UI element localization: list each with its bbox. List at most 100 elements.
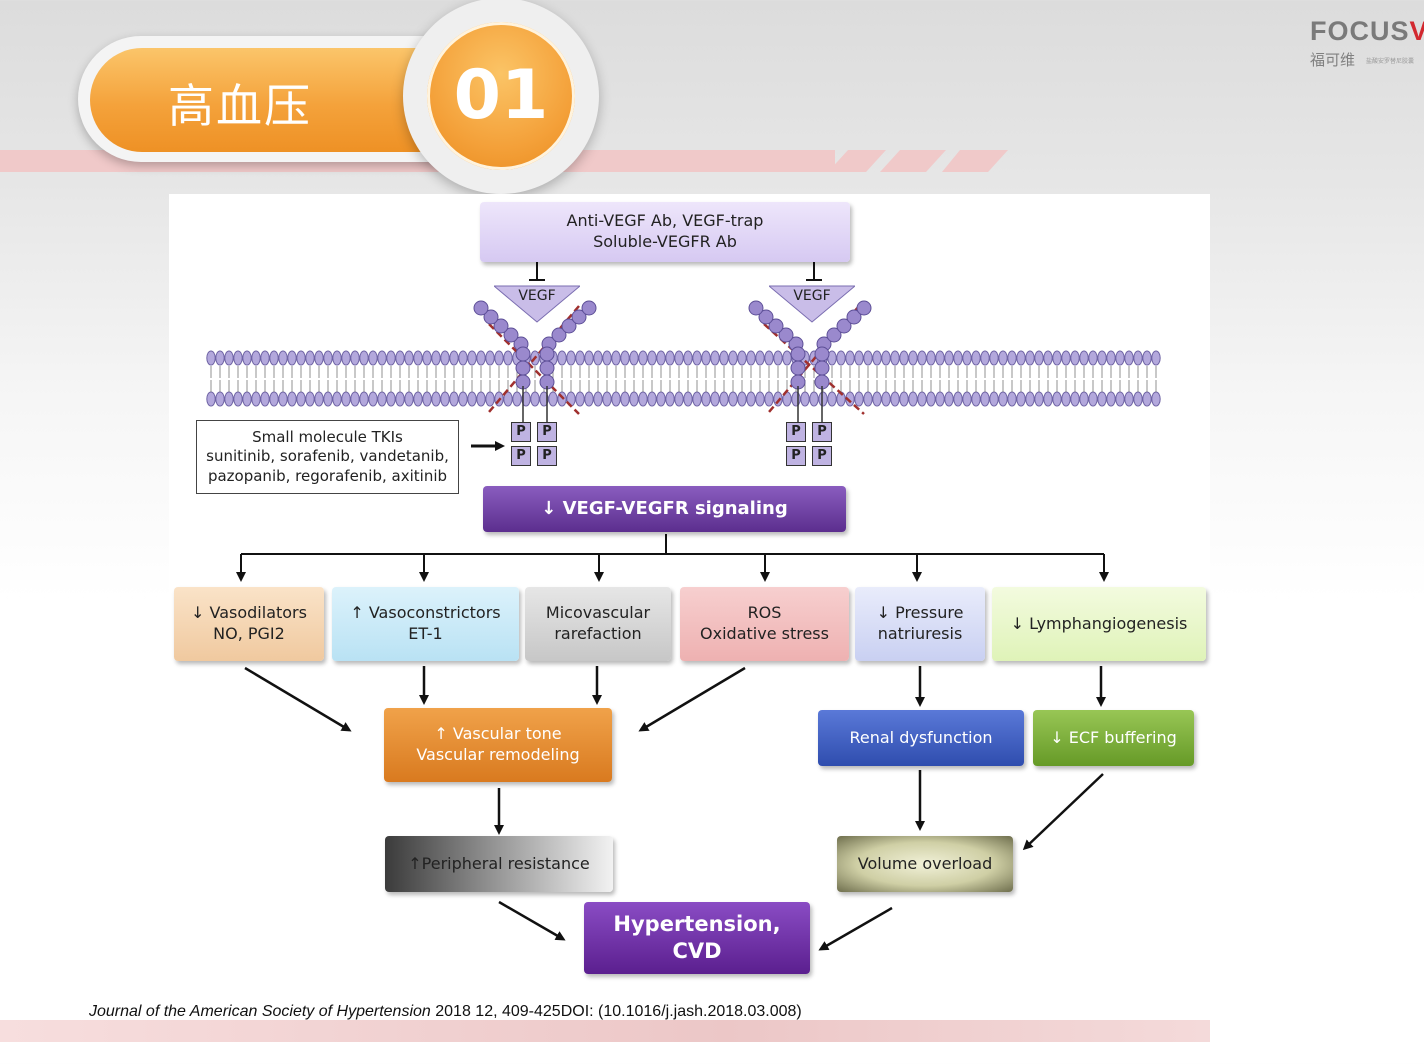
vegf-right-label: VEGF bbox=[793, 288, 831, 304]
signaling-text: ↓ VEGF-VEGFR signaling bbox=[541, 498, 788, 520]
lipid-head bbox=[314, 391, 324, 407]
lipid-head bbox=[476, 391, 486, 407]
lipid-head bbox=[215, 350, 225, 366]
lipid-head bbox=[764, 391, 774, 407]
receptor-domain bbox=[790, 346, 806, 362]
receptor-domain bbox=[483, 309, 499, 325]
vegf-receptors bbox=[473, 300, 872, 426]
lipid-head bbox=[1043, 391, 1053, 407]
lipid-head bbox=[962, 350, 972, 366]
effect-rarefaction-text: Micovascular rarefaction bbox=[545, 603, 651, 643]
lipid-head bbox=[1133, 391, 1143, 407]
receptor-domain bbox=[846, 309, 862, 325]
lipid-head bbox=[899, 391, 909, 407]
vegf-left: VEGF bbox=[492, 284, 582, 324]
lipid-head bbox=[467, 391, 477, 407]
renal-text: Renal dysfunction bbox=[849, 727, 993, 747]
lipid-head bbox=[1016, 391, 1026, 407]
lipid-head bbox=[1061, 391, 1071, 407]
lipid-head bbox=[278, 391, 288, 407]
tki-box: Small molecule TKIs sunitinib, sorafenib… bbox=[196, 420, 459, 494]
lipid-head bbox=[935, 391, 945, 407]
peripheral-text: ↑Peripheral resistance bbox=[408, 853, 590, 873]
lipid-head bbox=[890, 350, 900, 366]
lipid-head bbox=[485, 391, 495, 407]
receptor-domain bbox=[748, 300, 764, 316]
inhibitor-box: Anti-VEGF Ab, VEGF-trap Soluble-VEGFR Ab bbox=[480, 202, 850, 262]
lipid-head bbox=[296, 391, 306, 407]
lipid-head bbox=[953, 391, 963, 407]
lipid-head bbox=[620, 391, 630, 407]
slide-title: 高血压 bbox=[168, 79, 312, 133]
lipid-head bbox=[638, 350, 648, 366]
citation: Journal of the American Society of Hyper… bbox=[89, 1003, 802, 1021]
logo-wordmark-v: V bbox=[1409, 16, 1424, 46]
lipid-head bbox=[566, 350, 576, 366]
lipid-head bbox=[746, 350, 756, 366]
lipid-head bbox=[719, 350, 729, 366]
inhibitor-text: Anti-VEGF Ab, VEGF-trap Soluble-VEGFR Ab bbox=[566, 211, 764, 251]
receptor-domain bbox=[515, 346, 531, 362]
lipid-head bbox=[368, 350, 378, 366]
lipid-head bbox=[233, 391, 243, 407]
receptor-domain bbox=[515, 360, 531, 376]
lipid-head bbox=[755, 391, 765, 407]
lipid-head bbox=[431, 350, 441, 366]
lipid-head bbox=[206, 350, 216, 366]
lipid-head bbox=[773, 350, 783, 366]
receptor-domain bbox=[473, 300, 489, 316]
lipid-head bbox=[863, 350, 873, 366]
lipid-head bbox=[692, 350, 702, 366]
lipid-head bbox=[908, 350, 918, 366]
lipid-head bbox=[629, 391, 639, 407]
lipid-head bbox=[836, 350, 846, 366]
receptor-domain bbox=[539, 360, 555, 376]
lipid-head bbox=[557, 350, 567, 366]
lipid-head bbox=[1124, 391, 1134, 407]
lipid-head bbox=[863, 391, 873, 407]
section-number: 01 bbox=[453, 56, 549, 135]
lipid-head bbox=[998, 350, 1008, 366]
lipid-head bbox=[512, 391, 522, 407]
lipid-head bbox=[872, 350, 882, 366]
receptor-domain bbox=[539, 346, 555, 362]
lipid-head bbox=[665, 350, 675, 366]
effect-lymphangiogenesis: ↓ Lymphangiogenesis bbox=[992, 587, 1206, 661]
phospho-p: P bbox=[537, 446, 557, 466]
lipid-head bbox=[314, 350, 324, 366]
lipid-head bbox=[1088, 391, 1098, 407]
lipid-head bbox=[980, 350, 990, 366]
lipid-head bbox=[800, 391, 810, 407]
lipid-head bbox=[485, 350, 495, 366]
lipid-head bbox=[1097, 391, 1107, 407]
lipid-head bbox=[278, 350, 288, 366]
lipid-head bbox=[494, 350, 504, 366]
lipid-head bbox=[638, 391, 648, 407]
lipid-head bbox=[971, 391, 981, 407]
lipid-head bbox=[224, 391, 234, 407]
lipid-head bbox=[656, 350, 666, 366]
receptor-domain bbox=[790, 360, 806, 376]
lipid-head bbox=[665, 391, 675, 407]
vegf-right: VEGF bbox=[767, 284, 857, 324]
lipid-head bbox=[1142, 350, 1152, 366]
lipid-head bbox=[449, 391, 459, 407]
lipid-head bbox=[1034, 391, 1044, 407]
lipid-head bbox=[341, 391, 351, 407]
decorative-stripe-bottom bbox=[0, 1020, 1210, 1042]
lipid-head bbox=[449, 350, 459, 366]
lipid-head bbox=[1079, 350, 1089, 366]
renal-box: Renal dysfunction bbox=[818, 710, 1024, 766]
lipid-head bbox=[269, 350, 279, 366]
lipid-head bbox=[611, 350, 621, 366]
lipid-head bbox=[881, 391, 891, 407]
lipid-head bbox=[782, 350, 792, 366]
lipid-head bbox=[575, 350, 585, 366]
lipid-head bbox=[926, 350, 936, 366]
receptor-domain bbox=[561, 318, 577, 334]
lipid-head bbox=[386, 350, 396, 366]
lipid-head bbox=[701, 350, 711, 366]
lipid-head bbox=[1007, 391, 1017, 407]
lipid-head bbox=[845, 350, 855, 366]
lipid-head bbox=[710, 391, 720, 407]
